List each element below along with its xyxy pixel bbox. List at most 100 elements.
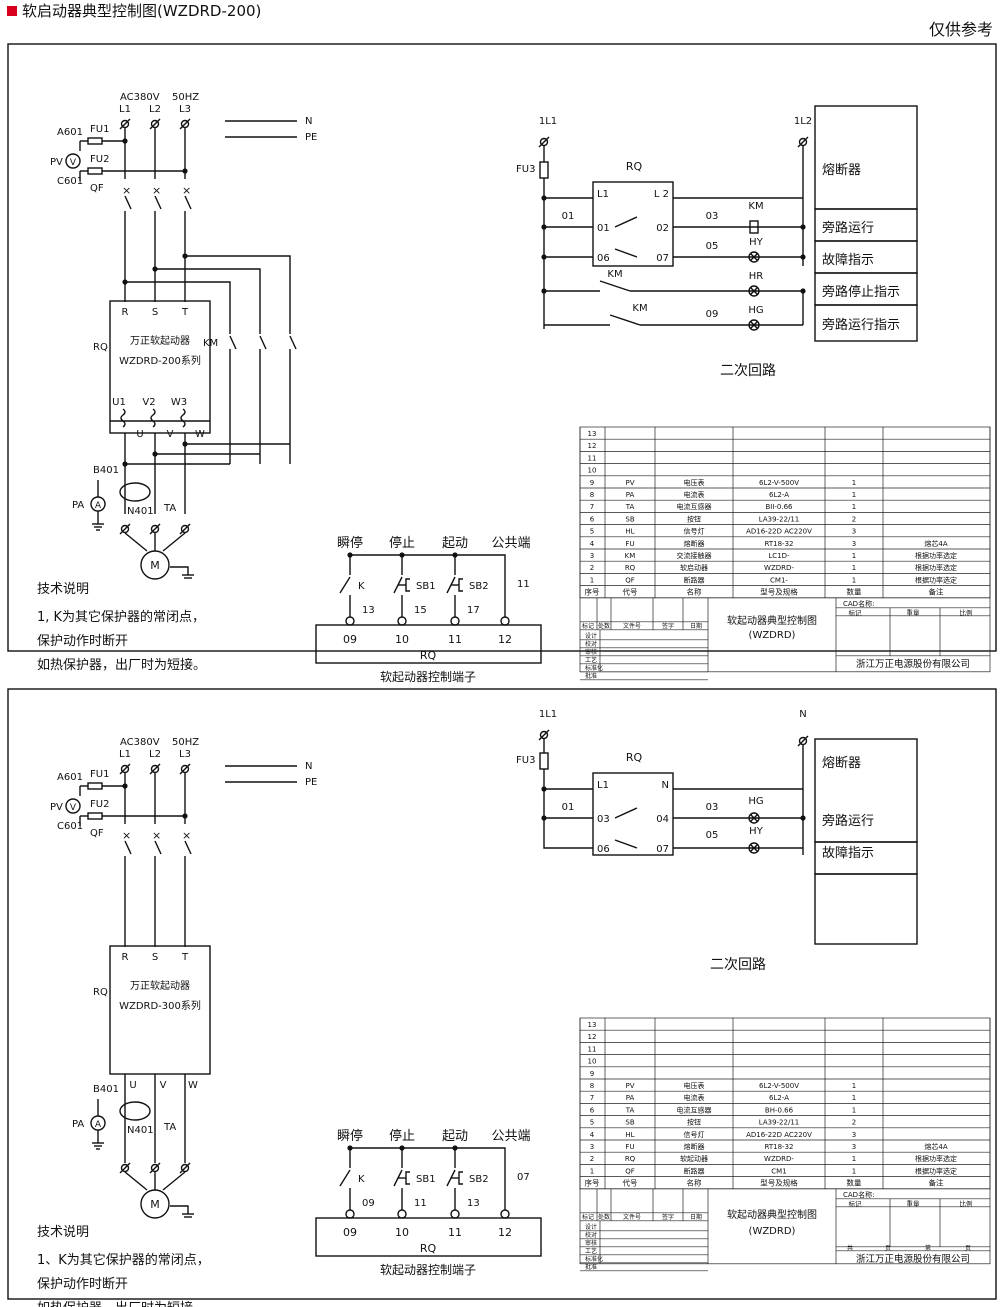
junction-dot bbox=[800, 224, 806, 230]
bom-cell: 信号灯 bbox=[684, 527, 705, 536]
hg-lamp-label: HG bbox=[748, 796, 763, 807]
bom-header-cell: 型号及规格 bbox=[760, 587, 798, 597]
km-contact bbox=[289, 335, 297, 350]
rev-header-cell: 标记 bbox=[582, 1213, 594, 1221]
side-label-3: 审核 bbox=[585, 648, 597, 656]
sheet-label: 页 bbox=[965, 1245, 971, 1252]
bom-header-cell: 备注 bbox=[929, 587, 944, 597]
output-terminal-3: W bbox=[195, 429, 205, 440]
terminal-number-3: 11 bbox=[448, 1226, 462, 1239]
b401-label: B401 bbox=[93, 1084, 119, 1095]
bom-header-cell: 数量 bbox=[847, 587, 862, 597]
junction-dot bbox=[152, 451, 158, 457]
terminal-circle bbox=[180, 524, 190, 534]
lamp-cross bbox=[750, 287, 758, 295]
terminal-circle bbox=[798, 736, 808, 746]
bom-cell: 熔断器 bbox=[684, 1142, 705, 1151]
bom-cell: 1 bbox=[852, 552, 856, 560]
terminal-circle bbox=[180, 119, 190, 129]
drawing-code: (WZDRD) bbox=[749, 1226, 796, 1237]
terminal-circle bbox=[539, 137, 549, 147]
rq-relay-label: RQ bbox=[626, 160, 643, 173]
output-top-label-3: W3 bbox=[171, 397, 187, 408]
starter-series: WZDRD-200系列 bbox=[119, 354, 201, 367]
side-label-5: 标准化 bbox=[585, 664, 603, 672]
terminal-rq-label: RQ bbox=[420, 1242, 437, 1255]
terminal-rq-label: RQ bbox=[420, 649, 437, 662]
terminal-wire-4: 11 bbox=[517, 579, 530, 590]
terminal-screw bbox=[345, 616, 355, 626]
phase-label-1: L1 bbox=[119, 104, 131, 115]
qf-contact-mark: × bbox=[182, 829, 191, 842]
bom-header-cell: 数量 bbox=[847, 1178, 862, 1188]
pa-label: PA bbox=[72, 1119, 84, 1130]
legend-item-3: 故障指示 bbox=[822, 846, 874, 861]
title-block-frame bbox=[579, 597, 991, 673]
notes-line-2: 保护动作时断开 bbox=[37, 634, 128, 649]
bom-cell: 3 bbox=[852, 1143, 856, 1151]
terminal-screw bbox=[345, 1209, 355, 1219]
bom-cell: CM1 bbox=[771, 1167, 786, 1175]
junction-dot bbox=[541, 815, 547, 821]
terminal-slash bbox=[797, 735, 809, 747]
company-name: 浙江万正电源股份有限公司 bbox=[856, 658, 970, 670]
qf-label: QF bbox=[90, 828, 104, 839]
rq-t02-label: 04 bbox=[656, 814, 669, 825]
pa-label: PA bbox=[72, 500, 84, 511]
terminal-wire-3: 17 bbox=[467, 605, 480, 616]
bom-header-cell: 名称 bbox=[687, 587, 702, 597]
bom-cell: HL bbox=[625, 528, 634, 536]
rq-l2-label: N bbox=[662, 780, 669, 791]
bom-cell: 6L2-V-500V bbox=[759, 1082, 799, 1090]
soft-starter-box bbox=[109, 945, 211, 1075]
bom-cell: 8 bbox=[590, 1082, 594, 1090]
wire bbox=[543, 781, 593, 790]
bom-cell: 13 bbox=[588, 430, 597, 438]
legend-item-5: 旁路运行指示 bbox=[822, 317, 900, 333]
fu2-label: FU2 bbox=[90, 799, 109, 810]
wire bbox=[405, 578, 410, 592]
k-contact bbox=[339, 1169, 351, 1187]
terminal-function-label-3: 起动 bbox=[442, 536, 468, 551]
rq-t06-label: 06 bbox=[597, 253, 610, 264]
ammeter-symbol: A bbox=[95, 1120, 102, 1130]
bom-header-cell: 备注 bbox=[929, 1178, 944, 1188]
bom-cell: 10 bbox=[588, 467, 597, 475]
bom-cell: 1 bbox=[852, 479, 856, 487]
qf-breaker-contact bbox=[184, 840, 192, 855]
qf-breaker-contact bbox=[124, 195, 132, 210]
legend-item-1: 熔断器 bbox=[822, 756, 861, 771]
bom-cell: PA bbox=[626, 1094, 635, 1102]
voltmeter-icon bbox=[65, 798, 81, 814]
bom-cell: 根据功率选定 bbox=[915, 575, 957, 584]
terminal-slash bbox=[179, 763, 191, 775]
terminal-function-label-1: 瞬停 bbox=[337, 1128, 363, 1144]
bom-header-cell: 代号 bbox=[623, 587, 638, 597]
bom-cell: 1 bbox=[852, 1094, 856, 1102]
qf-label: QF bbox=[90, 183, 104, 194]
terminal-number-4: 12 bbox=[498, 1226, 512, 1239]
terminal-slash bbox=[119, 1162, 131, 1174]
cad-col-label: 比例 bbox=[960, 1199, 973, 1208]
hy-lamp-icon bbox=[748, 251, 760, 263]
wire-01-label: 01 bbox=[562, 211, 575, 222]
fu1-fuse-icon bbox=[87, 782, 103, 790]
terminal-screw bbox=[450, 616, 460, 626]
ammeter-symbol: A bbox=[95, 501, 102, 511]
bom-cell: QF bbox=[625, 576, 635, 584]
notes-title: 技术说明 bbox=[37, 582, 89, 597]
fu1-label: FU1 bbox=[90, 769, 109, 780]
bom-cell: CM1- bbox=[770, 576, 788, 584]
bom-cell: RQ bbox=[625, 1155, 636, 1163]
bom-cell: 按钮 bbox=[687, 1118, 701, 1127]
bom-cell: LC1D- bbox=[768, 552, 790, 560]
secondary-caption: 二次回路 bbox=[710, 957, 766, 973]
bom-cell: WZDRD- bbox=[764, 1155, 794, 1163]
motor-lead bbox=[124, 532, 148, 552]
fu1-label: FU1 bbox=[90, 124, 109, 135]
bom-header-cell: 代号 bbox=[623, 1178, 638, 1188]
bom-cell: 电流表 bbox=[684, 1093, 705, 1102]
wire bbox=[458, 1171, 463, 1185]
bom-header-cell: 序号 bbox=[585, 1178, 600, 1188]
